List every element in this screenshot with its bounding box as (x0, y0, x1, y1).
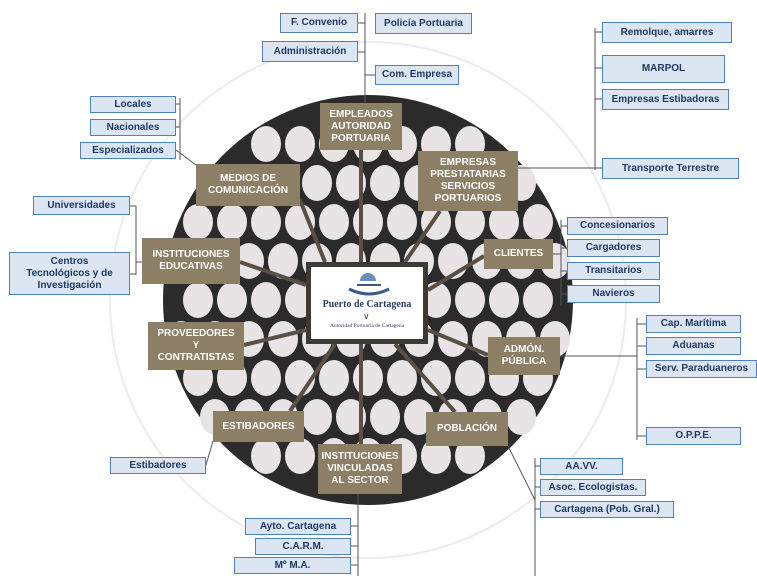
egg-shape (251, 126, 281, 162)
leaf-transporte-terrestre: Transporte Terrestre (602, 158, 739, 179)
egg-shape (455, 360, 485, 396)
spoke-line (288, 342, 337, 413)
leaf-marpol: MARPOL (602, 55, 725, 83)
egg-shape (387, 360, 417, 396)
egg-shape (183, 204, 213, 240)
logo-title: Puerto de Cartagena (322, 299, 412, 310)
egg-shape (489, 204, 519, 240)
spoke-line (298, 199, 327, 263)
connector-line (205, 440, 214, 466)
leaf-aduanas: Aduanas (646, 337, 741, 355)
egg-shape (268, 243, 298, 279)
leaf-empresas-estibadoras: Empresas Estibadoras (602, 89, 729, 110)
leaf-cartagena-pob-gral: Cartagena (Pob. Gral.) (540, 501, 674, 518)
category-empresas: EMPRESAS PRESTATARIAS SERVICIOS PORTUARI… (418, 151, 518, 211)
category-estibadores: ESTIBADORES (213, 411, 304, 442)
leaf-centros-tecnologicos: Centros Tecnológicos y de Investigación (9, 252, 130, 295)
category-medios: MEDIOS DE COMUNICACIÓN (196, 164, 300, 206)
leaf-mma: Mº M.A. (234, 557, 351, 574)
leaf-concesionarios: Concesionarios (567, 217, 668, 235)
spoke-line (426, 254, 486, 292)
leaf-oppe: O.P.P.E. (646, 427, 741, 445)
leaf-serv-paraduaneros: Serv. Paraduaneros (646, 360, 757, 378)
egg-shape (370, 165, 400, 201)
egg-shape (455, 204, 485, 240)
connector-line (175, 149, 197, 166)
sun-icon (360, 273, 376, 281)
category-empleados: EMPLEADOS AUTORIDAD PORTUARIA (320, 103, 402, 150)
leaf-navieros: Navieros (567, 285, 660, 303)
category-clientes: CLIENTES (484, 239, 553, 269)
spoke-line (393, 342, 457, 414)
leaf-ayto-cartagena: Ayto. Cartagena (245, 518, 351, 535)
chevron-icon: ∨ (363, 311, 370, 321)
leaf-policia-portuaria: Policía Portuaria (375, 13, 472, 34)
egg-shape (489, 282, 519, 318)
egg-shape (302, 165, 332, 201)
egg-shape (523, 204, 553, 240)
egg-shape (285, 438, 315, 474)
connectors (130, 13, 646, 576)
category-instituciones-vinculadas: INSTITUCIONES VINCULADAS AL SECTOR (318, 444, 402, 494)
leaf-carm: C.A.R.M. (255, 538, 351, 555)
leaf-nacionales: Nacionales (90, 119, 176, 136)
egg-shape (234, 243, 264, 279)
egg-shape (319, 204, 349, 240)
leaf-cargadores: Cargadores (567, 239, 660, 257)
leaf-estibadores: Estibadores (110, 457, 206, 474)
egg-shape (217, 282, 247, 318)
category-admon: ADMÓN. PÚBLICA (488, 337, 560, 375)
leaf-administracion: Administración (262, 41, 358, 62)
leaf-especializados: Especializados (80, 142, 176, 159)
leaf-aavv: AA.VV. (540, 458, 623, 475)
egg-shape (523, 282, 553, 318)
egg-shape (336, 399, 366, 435)
spoke-line (427, 328, 489, 357)
egg-shape (421, 282, 451, 318)
leaf-universidades: Universidades (33, 196, 130, 215)
category-proveedores: PROVEEDORES Y CONTRATISTAS (148, 322, 244, 370)
egg-shape (302, 399, 332, 435)
leaf-f-convenio: F. Convenio (280, 13, 358, 33)
category-poblacion: POBLACIÓN (426, 412, 508, 446)
egg-shape (217, 204, 247, 240)
category-instituciones-educativas: INSTITUCIONES EDUCATIVAS (142, 238, 240, 284)
egg-shape (387, 204, 417, 240)
logo-subtitle: Autoridad Portuaria de Cartagena (329, 323, 405, 329)
egg-shape (319, 360, 349, 396)
spoke-line (403, 209, 442, 264)
leaf-com-empresa: Com. Empresa (375, 65, 459, 85)
egg-shape (251, 204, 281, 240)
connector-line (507, 445, 536, 501)
leaf-asoc-ecologistas: Asoc. Ecologistas. (540, 479, 646, 496)
egg-shape (370, 399, 400, 435)
leaf-remolque-amarres: Remolque, amarres (602, 22, 732, 43)
leaf-cap-maritima: Cap. Marítima (646, 315, 741, 333)
egg-shape (506, 399, 536, 435)
egg-shape (421, 360, 451, 396)
egg-shape (421, 438, 451, 474)
egg-shape (353, 360, 383, 396)
egg-shape (336, 165, 366, 201)
spoke-line (243, 328, 307, 347)
egg-shape (285, 204, 315, 240)
egg-shape (183, 282, 213, 318)
ship-logo-icon (348, 284, 390, 296)
egg-shape (251, 438, 281, 474)
spoke-line (239, 260, 307, 287)
leaf-transitarios: Transitarios (567, 262, 660, 280)
egg-shape (251, 282, 281, 318)
egg-shape (455, 282, 485, 318)
egg-shape (353, 204, 383, 240)
egg-shape (251, 360, 281, 396)
egg-shape (285, 126, 315, 162)
spokes (239, 150, 489, 444)
egg-shape (268, 321, 298, 357)
center-logo-box: Puerto de Cartagena ∨ Autoridad Portuari… (306, 262, 428, 344)
egg-shape (455, 438, 485, 474)
leaf-locales: Locales (90, 96, 176, 113)
